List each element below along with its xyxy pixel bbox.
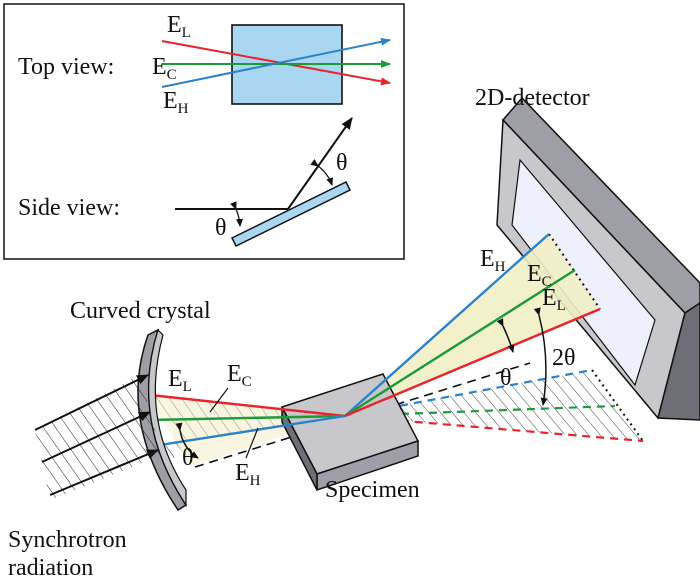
diffracted-beam-ec <box>344 268 576 418</box>
diffracted-fan <box>345 234 600 416</box>
specimen-label: Specimen <box>325 477 420 503</box>
detector-screen <box>511 158 656 387</box>
diffracted-ec-label: EC <box>527 261 552 290</box>
incident-eh-label: EH <box>235 460 261 489</box>
top-view-el-label: EL <box>167 12 191 41</box>
diffracted-beam-eh <box>344 233 550 417</box>
source-ray-1 <box>34 374 149 431</box>
source-label-line1: Synchrotron <box>8 527 127 553</box>
side-view-crystal <box>230 180 352 248</box>
diffracted-beam-el <box>344 307 601 418</box>
side-view-theta-arc-upper <box>310 159 333 186</box>
crystal-face <box>148 328 187 508</box>
detector-label: 2D-detector <box>475 85 590 111</box>
incident-extension <box>194 362 531 468</box>
diffracted-el-label: EL <box>542 285 566 314</box>
side-view-label: Side view: <box>18 195 120 221</box>
diffracted-floor-hatch <box>345 370 643 441</box>
incident-ec-leader <box>209 387 229 413</box>
diffracted-eh-label: EH <box>480 246 506 275</box>
incident-ec-label: EC <box>227 361 252 390</box>
top-view-label: Top view: <box>18 54 114 80</box>
side-view-theta-upper: θ <box>336 150 348 176</box>
top-view-beam-el <box>161 40 391 86</box>
source-ray-2 <box>41 411 151 463</box>
diffracted-theta-arc <box>496 318 515 353</box>
top-view-beam-eh <box>161 37 391 88</box>
source-hatch <box>35 375 162 500</box>
incident-theta-arc <box>175 422 199 459</box>
source-label-line2: radiation <box>8 555 93 581</box>
incident-beam-el <box>149 393 346 418</box>
floor-edge <box>591 369 644 442</box>
detector-side-face <box>657 302 700 421</box>
two-theta-arc <box>533 307 548 406</box>
inset-panel: Top view: EL EC EH Side view: θ θ <box>3 3 405 260</box>
top-view-ec-label: EC <box>152 54 177 83</box>
top-view-eh-label: EH <box>163 88 189 117</box>
diffracted-theta: θ <box>500 365 512 391</box>
source-ray-3 <box>49 449 159 496</box>
detector <box>496 96 700 421</box>
two-theta-label: 2θ <box>552 345 576 371</box>
side-view-theta-arc-lower <box>230 201 244 227</box>
incident-eh-leader <box>245 427 259 459</box>
crystal-label: Curved crystal <box>70 298 211 324</box>
incident-el-label: EL <box>168 366 192 395</box>
incident-theta: θ <box>182 445 194 471</box>
side-view-theta-lower: θ <box>215 215 227 241</box>
incident-beam-ec <box>149 414 346 422</box>
